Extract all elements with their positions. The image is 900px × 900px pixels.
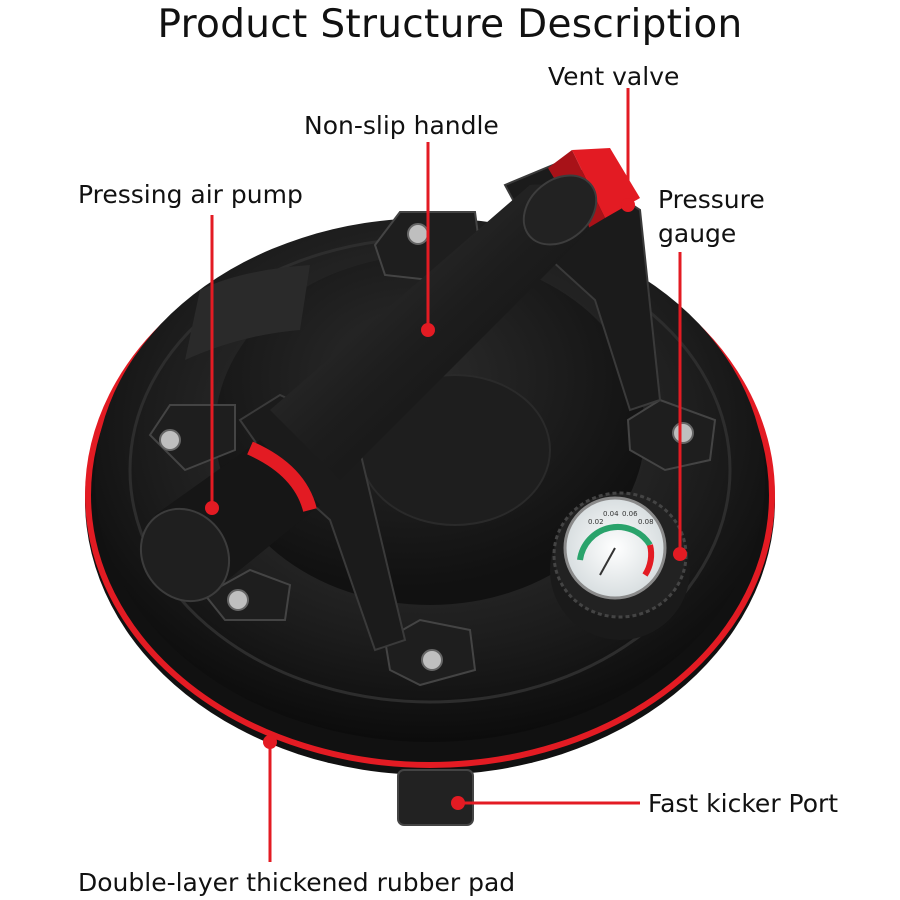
callout-non-slip-handle <box>421 142 435 337</box>
pressure-gauge: 0.02 0.04 0.06 0.08 <box>550 491 690 640</box>
pump-red-ring <box>247 441 317 512</box>
label-non-slip-handle: Non-slip handle <box>304 111 499 140</box>
screw-right <box>672 422 694 444</box>
screw-bottom <box>421 649 443 671</box>
pressing-air-pump <box>139 440 320 603</box>
label-rubber-pad: Double-layer thickened rubber pad <box>78 868 516 897</box>
screw-left <box>159 429 181 451</box>
body-slot <box>185 265 310 360</box>
callout-pressing-air-pump <box>205 215 219 515</box>
gauge-tick: 0.06 <box>622 510 638 518</box>
callout-pressure-gauge <box>673 252 687 561</box>
label-vent-valve: Vent valve <box>548 62 680 91</box>
gauge-tick: 0.08 <box>638 518 654 526</box>
label-pressure-gauge: Pressure gauge <box>658 185 765 248</box>
callout-vent-valve <box>621 88 635 212</box>
label-pressing-air-pump: Pressing air pump <box>78 180 303 209</box>
callout-fast-kicker-port <box>451 796 640 810</box>
label-fast-kicker-port: Fast kicker Port <box>648 789 839 818</box>
screw-top <box>407 223 429 245</box>
screw-bottom-left <box>227 589 249 611</box>
gauge-tick: 0.02 <box>588 518 604 526</box>
callout-rubber-pad <box>263 735 277 862</box>
diagram-title: Product Structure Description <box>157 2 743 47</box>
gauge-tick: 0.04 <box>603 510 619 518</box>
bracket-left <box>148 404 236 472</box>
fast-kicker-port-tab <box>397 769 474 826</box>
